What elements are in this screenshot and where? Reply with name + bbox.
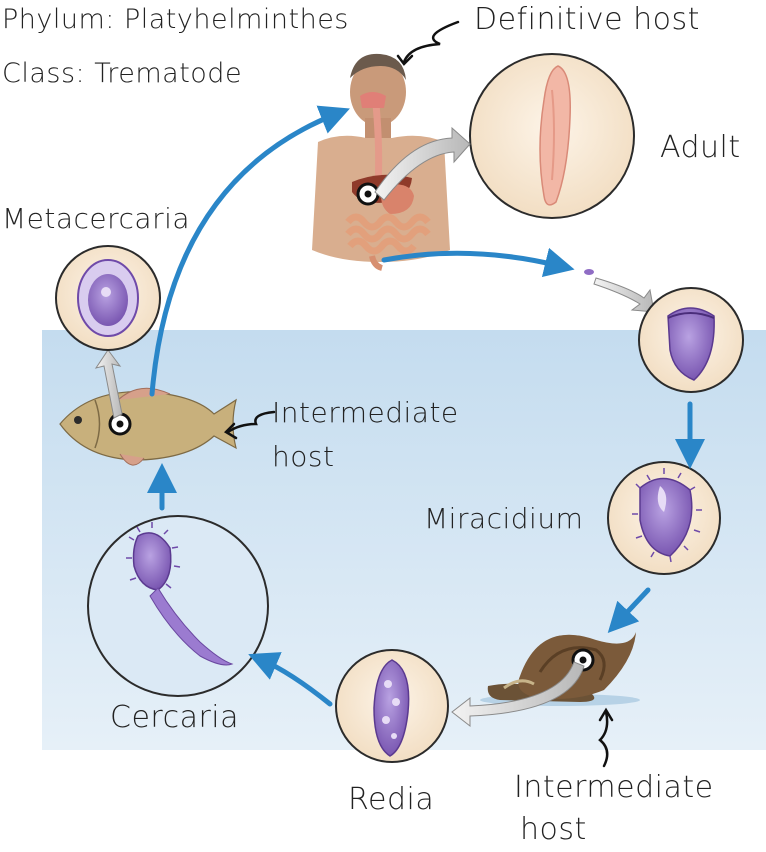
metacercaria-stage-circle [55, 245, 161, 351]
snail-intermediate-host-label-line2: host [520, 812, 587, 847]
fish-host-pointer [226, 410, 276, 434]
miracidium-stage-circle [607, 461, 721, 575]
definitive-host-label: Definitive host [474, 2, 700, 37]
human-to-adult-gray-arrow [374, 126, 471, 201]
metacercaria-label: Metacercaria [2, 202, 191, 235]
adult-stage-circle [469, 53, 635, 219]
class-label: Class: Trematode [2, 58, 243, 89]
arrow-human-to-egg [381, 247, 575, 278]
adult-label: Adult [660, 130, 741, 165]
fish-host-illustration [59, 387, 237, 466]
arrow-miracidium-to-snail [607, 587, 651, 633]
snail-intermediate-host-label-line1: Intermediate [514, 770, 714, 805]
pointer-arrows [223, 20, 614, 768]
fish-intermediate-host-label-line2: host [272, 440, 335, 473]
egg-icon [584, 269, 594, 275]
redia-stage-circle [335, 649, 449, 763]
fish-to-metacercaria-gray-arrow [94, 349, 123, 419]
cercaria-stage-circle [87, 515, 269, 697]
cercaria-label: Cercaria [110, 700, 240, 735]
redia-label: Redia [348, 782, 435, 817]
snail-to-redia-gray-arrow [451, 661, 585, 728]
snail-host-pointer [598, 710, 609, 768]
egg-to-capsule-gray-arrow [593, 277, 655, 313]
arrow-fish-to-human [149, 105, 350, 397]
human-host-illustration [312, 53, 450, 271]
definitive-host-pointer [402, 20, 460, 64]
fish-intermediate-host-label-line1: Intermediate [272, 396, 459, 429]
egg-capsule-circle [638, 287, 744, 393]
cycle-arrows [147, 105, 705, 707]
phylum-label: Phylum: Platyhelminthes [2, 4, 349, 35]
miracidium-label: Miracidium [424, 502, 584, 535]
arrow-redia-to-cercaria [248, 652, 333, 707]
